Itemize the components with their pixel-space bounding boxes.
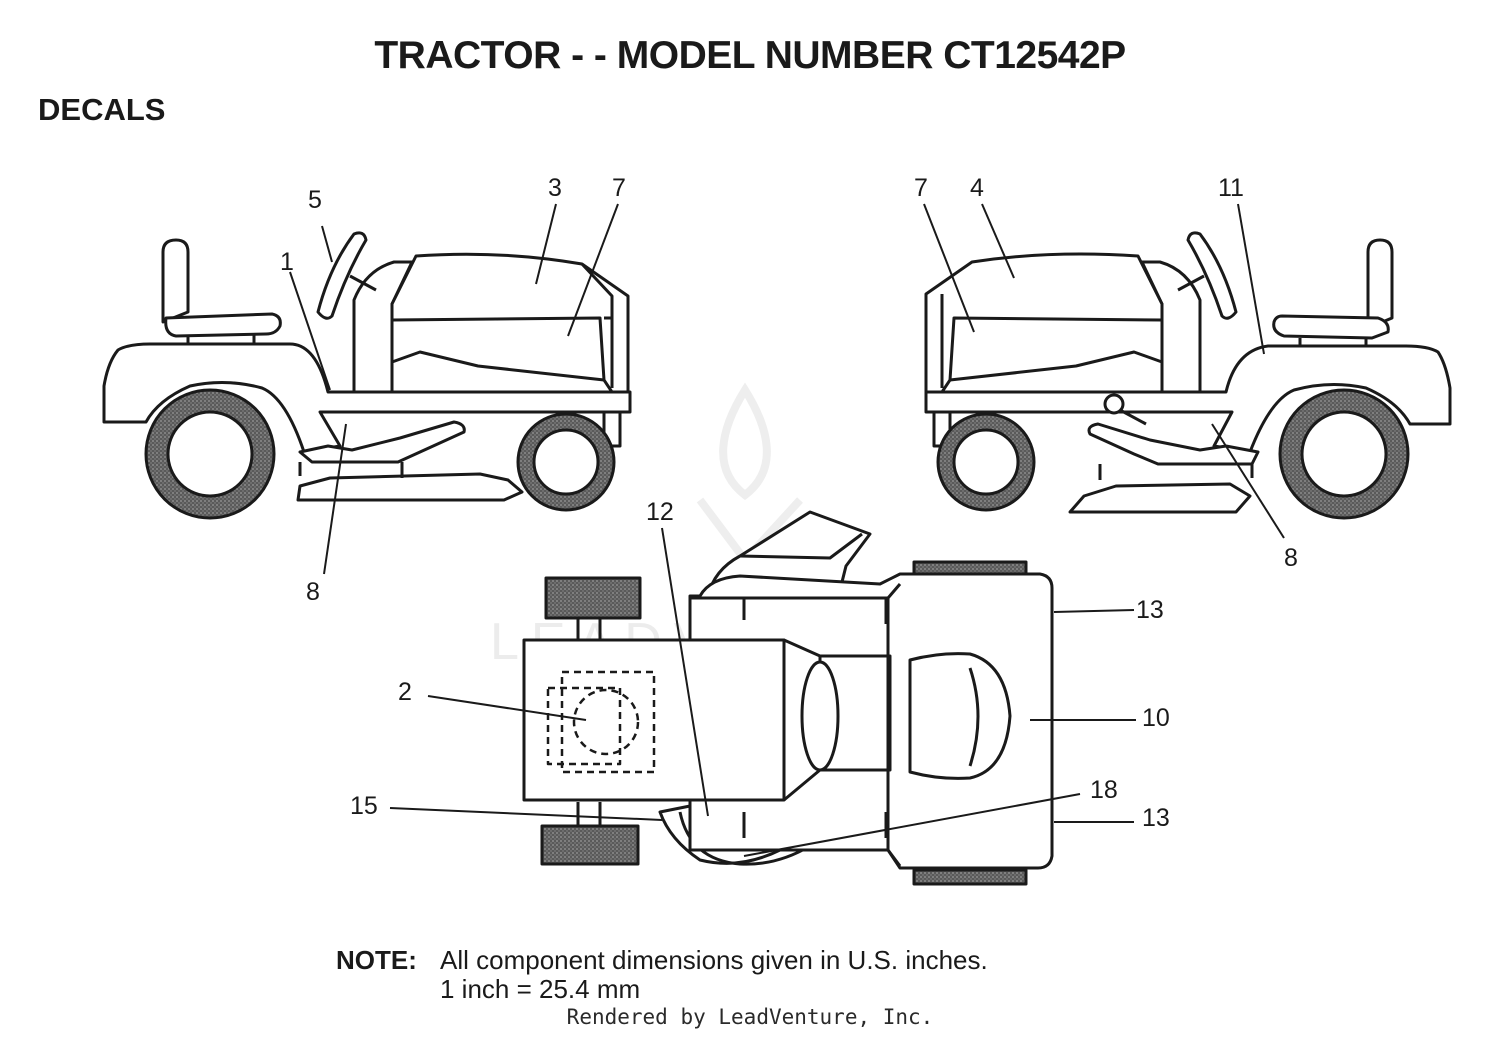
top-rear-tire-upper <box>544 576 642 620</box>
top-rear-tire-lower <box>540 824 640 866</box>
callout-10: 10 <box>1142 704 1170 732</box>
tractor-right-side-view <box>924 231 1452 520</box>
callout-15: 15 <box>350 792 378 820</box>
callout-1: 1 <box>280 248 294 276</box>
callout-12: 12 <box>646 498 674 526</box>
top-front-tire-lower <box>912 868 1028 886</box>
seat-cushion-left <box>164 312 282 338</box>
tractor-left-side-view <box>102 231 632 520</box>
callout-7-right: 7 <box>914 174 928 202</box>
leader-lines <box>289 203 1285 857</box>
hood-right <box>924 252 1164 394</box>
callout-4: 4 <box>970 174 984 202</box>
callout-2: 2 <box>398 678 412 706</box>
seat-back-right <box>1366 238 1394 330</box>
callout-11: 11 <box>1218 174 1244 202</box>
rear-fender-left <box>102 342 632 454</box>
hood-left <box>390 252 630 394</box>
rear-fender-right <box>924 344 1452 454</box>
callout-3: 3 <box>548 174 562 202</box>
steering-wheel-left <box>316 231 368 320</box>
callout-18: 18 <box>1090 776 1118 804</box>
note-label: NOTE: <box>336 945 417 975</box>
page-title: TRACTOR - - MODEL NUMBER CT12542P <box>374 34 1126 77</box>
seat-cushion-right <box>1272 314 1390 340</box>
mower-deck-left <box>296 472 524 502</box>
dimension-note: NOTE: All component dimensions given in U… <box>336 946 988 1004</box>
callout-13-upper: 13 <box>1136 596 1164 624</box>
steering-wheel-right <box>1186 231 1238 320</box>
top-grille <box>908 652 1012 780</box>
callout-5: 5 <box>308 186 322 214</box>
callout-8-right: 8 <box>1284 544 1298 572</box>
callout-8-left: 8 <box>306 578 320 606</box>
note-line-2: 1 inch = 25.4 mm <box>440 974 641 1004</box>
mower-deck-right <box>1068 482 1252 514</box>
callout-13-lower: 13 <box>1142 804 1170 832</box>
top-seat-fender <box>522 638 786 802</box>
seat-back-left <box>161 238 190 324</box>
tractor-top-view <box>522 510 1054 886</box>
render-credit: Rendered by LeadVenture, Inc. <box>566 1005 934 1029</box>
note-line-1: All component dimensions given in U.S. i… <box>440 945 988 975</box>
section-label: DECALS <box>38 92 166 127</box>
callout-7-left: 7 <box>612 174 626 202</box>
